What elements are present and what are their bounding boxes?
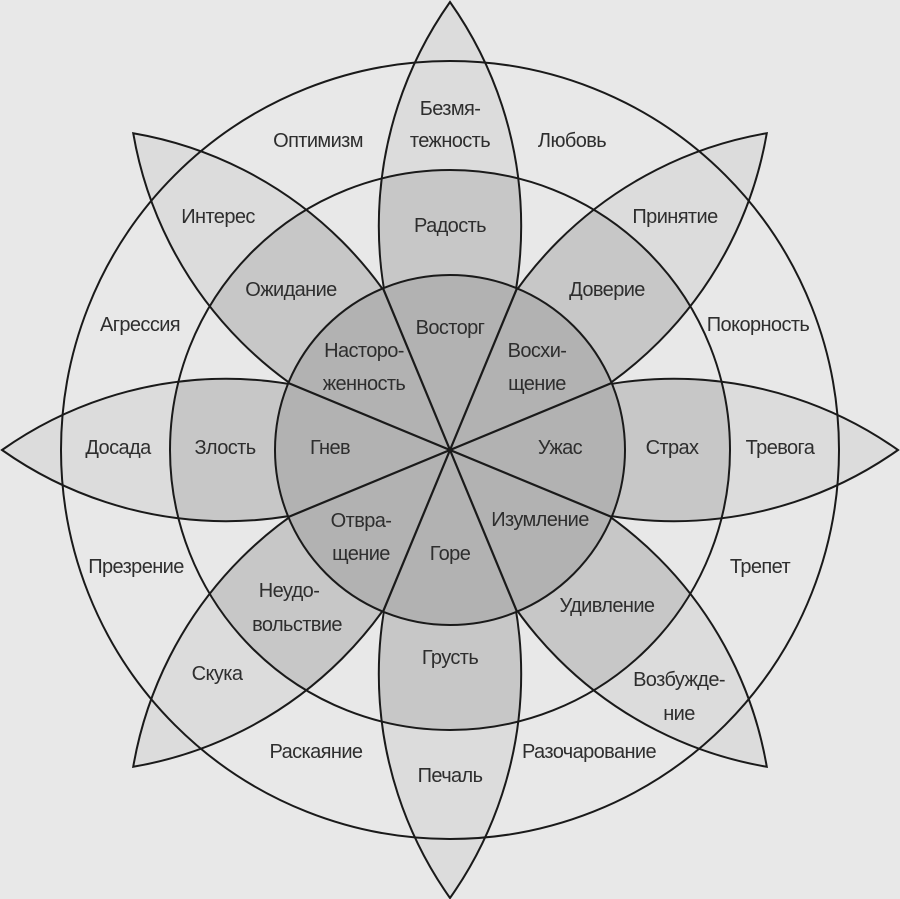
label-dyad-bottom-left: Раскаяние <box>270 741 363 763</box>
label-middle-top: Радость <box>414 215 486 237</box>
sector-divider-line <box>382 449 452 613</box>
label-middle-bottom-left-1: Неудо- <box>259 580 320 602</box>
middle-ring <box>169 169 731 731</box>
sector-divider-line <box>287 382 451 452</box>
label-outer-bottom: Печаль <box>418 765 483 787</box>
label-middle-bottom-right: Удивление <box>560 595 655 617</box>
sector-divider-line <box>449 448 613 518</box>
label-inner-top-right-2: щение <box>508 373 566 395</box>
label-inner-bottom-right: Изумление <box>491 509 589 531</box>
label-inner-top: Восторг <box>416 317 485 339</box>
label-inner-top-right-1: Восхи- <box>508 340 567 362</box>
label-middle-top-left: Ожидание <box>245 279 337 301</box>
label-dyad-left-top: Агрессия <box>100 314 180 336</box>
sector-divider-line <box>287 448 451 518</box>
label-outer-bottom-right-1: Возбужде- <box>633 669 725 691</box>
label-dyad-bottom-right: Разочарование <box>522 741 657 763</box>
label-outer-top-2: тежность <box>410 130 490 152</box>
outer-ring <box>60 60 840 840</box>
inner-sector-lines <box>287 287 613 613</box>
label-middle-top-right: Доверие <box>569 279 645 301</box>
label-dyad-right-top: Покорность <box>707 314 810 336</box>
label-inner-bottom-left-2: щение <box>332 543 390 565</box>
label-inner-bottom: Горе <box>430 543 471 565</box>
label-inner-top-left-1: Насторо- <box>324 340 404 362</box>
label-outer-top-right: Принятие <box>632 206 718 228</box>
label-inner-top-left-2: женность <box>323 373 406 395</box>
sector-divider-line <box>382 287 452 451</box>
label-outer-left: Досада <box>85 437 152 459</box>
label-outer-right: Тревога <box>746 437 816 459</box>
label-dyad-left-bottom: Презрение <box>88 556 184 578</box>
label-outer-bottom-right-2: ние <box>663 703 695 725</box>
label-outer-top-1: Безмя- <box>420 98 481 120</box>
sector-divider-line <box>448 287 518 451</box>
label-inner-left: Гнев <box>310 437 350 459</box>
label-inner-right: Ужас <box>538 437 583 459</box>
label-dyad-top-left: Оптимизм <box>273 130 363 152</box>
label-middle-bottom-left-2: вольствие <box>252 614 342 636</box>
sector-divider-line <box>448 449 518 613</box>
label-middle-left: Злость <box>194 437 255 459</box>
label-inner-bottom-left-1: Отвра- <box>331 510 392 532</box>
label-dyad-top-right: Любовь <box>538 130 606 152</box>
label-outer-top-left: Интерес <box>181 206 255 228</box>
label-dyad-right-bottom: Трепет <box>730 556 791 578</box>
sector-divider-line <box>449 382 613 452</box>
label-middle-right: Страх <box>646 437 699 459</box>
label-middle-bottom: Грусть <box>422 647 479 669</box>
label-outer-bottom-left: Скука <box>192 663 244 685</box>
